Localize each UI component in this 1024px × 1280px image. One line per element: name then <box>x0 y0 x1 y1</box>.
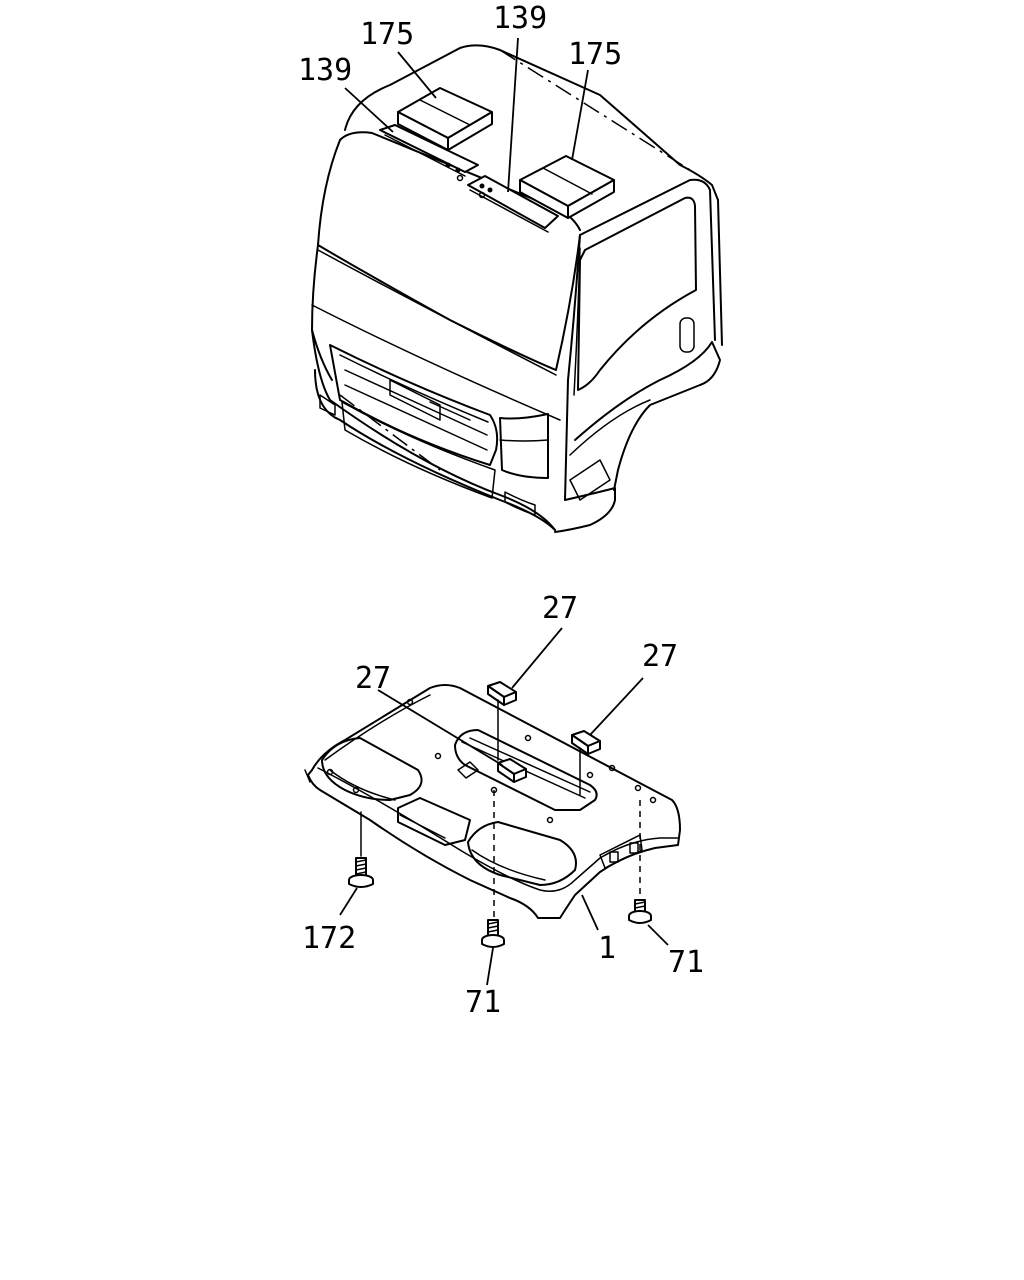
screw-71-center <box>481 919 505 948</box>
callout-139-left: 139 <box>298 53 352 88</box>
callout-27-right: 27 <box>642 639 678 674</box>
callout-175-left: 175 <box>360 17 414 52</box>
roof-strip-139-left <box>379 124 479 182</box>
pad-27-right <box>571 730 601 755</box>
callout-71-center: 71 <box>465 985 501 1020</box>
pad-27-left <box>497 758 527 783</box>
truck-cab <box>311 44 723 533</box>
pad-27-top <box>487 681 517 706</box>
roof-block-175-right <box>519 155 615 219</box>
roof-block-175-left <box>397 87 493 151</box>
roof-strip-139-center <box>467 175 559 233</box>
screw-71-right <box>628 899 652 924</box>
callout-27-left: 27 <box>355 661 391 696</box>
callout-27-top: 27 <box>542 591 578 626</box>
callout-175-right: 175 <box>568 37 622 72</box>
screw-172 <box>348 857 374 888</box>
callout-139-center: 139 <box>493 1 547 36</box>
callout-71-right: 71 <box>668 945 704 980</box>
callout-1: 1 <box>598 931 616 966</box>
callout-172: 172 <box>302 921 356 956</box>
